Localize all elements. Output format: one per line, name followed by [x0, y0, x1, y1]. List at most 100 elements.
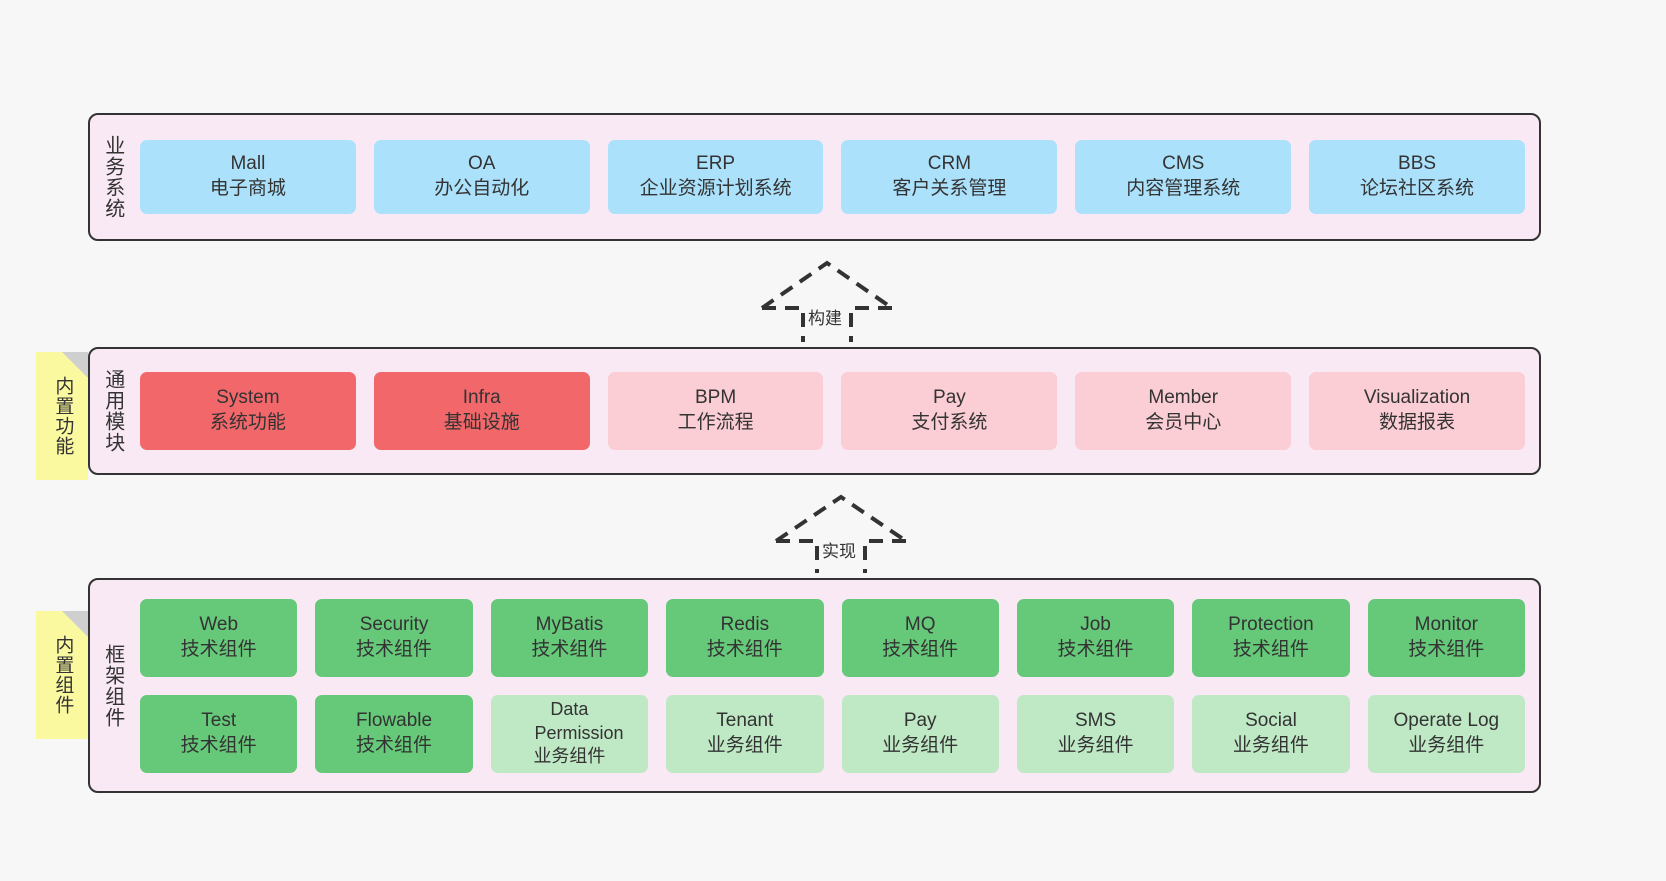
node-system[interactable]: System 系统功能	[140, 372, 356, 450]
node-security[interactable]: Security 技术组件	[315, 598, 473, 677]
node-sms[interactable]: SMS 业务组件	[1016, 694, 1175, 773]
node-name: Data Permission	[534, 699, 624, 743]
node-subtitle: 办公自动化	[434, 178, 530, 199]
arrow-head-open-triangle	[774, 494, 908, 543]
node-name: Security	[359, 613, 429, 635]
node-row: Web 技术组件 Security 技术组件 MyBatis 技术组件 Redi…	[140, 598, 1525, 677]
node-tenant[interactable]: Tenant 业务组件	[666, 694, 824, 773]
node-name: BBS	[1398, 153, 1437, 175]
node-crm[interactable]: CRM 客户关系管理	[841, 140, 1058, 214]
node-name: Mall	[230, 153, 266, 175]
node-mybatis[interactable]: MyBatis 技术组件	[490, 598, 649, 677]
node-subtitle: 业务组件	[1408, 734, 1485, 756]
sticky-fold-icon	[62, 611, 88, 637]
node-subtitle: 电子商城	[209, 178, 286, 199]
sticky-note-builtin-function: 内置功能	[36, 352, 88, 480]
node-name: MQ	[904, 613, 936, 635]
node-subtitle: 业务组件	[1232, 734, 1309, 756]
node-subtitle: 技术组件	[1408, 638, 1485, 660]
node-subtitle: 业务组件	[882, 734, 959, 756]
arrow-build-label: 构建	[808, 309, 842, 328]
node-test[interactable]: Test 技术组件	[140, 694, 298, 773]
node-subtitle: 技术组件	[180, 638, 257, 660]
node-subtitle: 基础设施	[443, 412, 520, 433]
node-bpm[interactable]: BPM 工作流程	[607, 372, 824, 450]
node-name: SMS	[1074, 709, 1117, 731]
node-flowable[interactable]: Flowable 技术组件	[315, 694, 473, 773]
node-name: Test	[201, 709, 237, 731]
node-name: Tenant	[716, 709, 774, 731]
sticky-note-builtin-component: 内置组件	[36, 611, 88, 739]
node-name: OA	[468, 153, 496, 175]
node-subtitle: 会员中心	[1145, 412, 1222, 433]
node-name: Pay	[903, 709, 937, 731]
node-subtitle: 技术组件	[356, 734, 433, 756]
sticky-fold-icon	[62, 352, 88, 378]
node-operate-log[interactable]: Operate Log 业务组件	[1367, 694, 1525, 773]
node-name: Web	[199, 613, 239, 635]
arrow-head-open-triangle	[760, 260, 894, 310]
layer-body-framework-component: Web 技术组件 Security 技术组件 MyBatis 技术组件 Redi…	[134, 580, 1539, 791]
arrow-shaft-left	[776, 539, 819, 573]
node-social[interactable]: Social 业务组件	[1192, 694, 1350, 773]
node-name: Protection	[1228, 613, 1314, 635]
node-erp[interactable]: ERP 企业资源计划系统	[607, 140, 824, 214]
layer-framework-component: 框架组件 Web 技术组件 Security 技术组件 MyBatis 技术组件…	[88, 578, 1541, 793]
node-subtitle: 业务组件	[1057, 734, 1134, 756]
node-redis[interactable]: Redis 技术组件	[666, 598, 824, 677]
arrow-shaft-right	[849, 306, 892, 342]
node-name: BPM	[694, 387, 737, 409]
arrow-implement-label: 实现	[822, 542, 856, 561]
sticky-note-label: 内置功能	[52, 376, 74, 456]
layer-business-system: 业务系统 Mall 电子商城 OA 办公自动化 ERP 企业资源计划系统 CRM…	[88, 113, 1541, 241]
node-member[interactable]: Member 会员中心	[1075, 372, 1292, 450]
node-subtitle: 技术组件	[180, 734, 257, 756]
node-cms[interactable]: CMS 内容管理系统	[1075, 140, 1292, 214]
node-pay-module[interactable]: Pay 支付系统	[841, 372, 1058, 450]
arrow-shaft-left	[762, 306, 805, 342]
node-subtitle: 系统功能	[209, 412, 286, 433]
node-monitor[interactable]: Monitor 技术组件	[1367, 598, 1525, 677]
node-mq[interactable]: MQ 技术组件	[841, 598, 999, 677]
node-name: CMS	[1162, 153, 1205, 175]
node-subtitle: 技术组件	[1057, 638, 1134, 660]
node-protection[interactable]: Protection 技术组件	[1192, 598, 1350, 677]
node-name: Job	[1080, 613, 1111, 635]
layer-body-common-module: System 系统功能 Infra 基础设施 BPM 工作流程 Pay 支付系统…	[134, 349, 1539, 473]
node-data-permission[interactable]: Data Permission 业务组件	[490, 694, 649, 773]
node-row: System 系统功能 Infra 基础设施 BPM 工作流程 Pay 支付系统…	[140, 372, 1525, 450]
node-visualization[interactable]: Visualization 数据报表	[1309, 372, 1525, 450]
node-name: Monitor	[1414, 613, 1478, 635]
node-subtitle: 技术组件	[1232, 638, 1309, 660]
node-name: Operate Log	[1393, 709, 1500, 731]
node-subtitle: 企业资源计划系统	[639, 178, 792, 199]
node-name: CRM	[927, 153, 972, 175]
node-job[interactable]: Job 技术组件	[1016, 598, 1175, 677]
arrow-shaft-right	[863, 539, 906, 573]
node-subtitle: 工作流程	[677, 412, 754, 433]
node-infra[interactable]: Infra 基础设施	[373, 372, 590, 450]
layer-body-business-system: Mall 电子商城 OA 办公自动化 ERP 企业资源计划系统 CRM 客户关系…	[134, 115, 1539, 239]
node-name: Social	[1245, 709, 1297, 731]
node-row: Mall 电子商城 OA 办公自动化 ERP 企业资源计划系统 CRM 客户关系…	[140, 140, 1525, 214]
node-subtitle: 技术组件	[356, 638, 433, 660]
node-pay-component[interactable]: Pay 业务组件	[841, 694, 999, 773]
arrow-build: 构建	[758, 258, 898, 342]
layer-title-common-module: 通用模块	[101, 369, 124, 453]
layer-common-module: 通用模块 System 系统功能 Infra 基础设施 BPM 工作流程 Pay…	[88, 347, 1541, 475]
node-bbs[interactable]: BBS 论坛社区系统	[1309, 140, 1525, 214]
node-name: Pay	[933, 387, 966, 409]
node-name: Member	[1148, 387, 1219, 409]
node-subtitle: 论坛社区系统	[1360, 178, 1475, 199]
node-name: System	[216, 387, 280, 409]
node-subtitle: 业务组件	[706, 734, 783, 756]
node-web[interactable]: Web 技术组件	[140, 598, 298, 677]
layer-title-framework-component: 框架组件	[101, 643, 124, 728]
node-oa[interactable]: OA 办公自动化	[373, 140, 590, 214]
node-subtitle: 内容管理系统	[1126, 178, 1241, 199]
node-mall[interactable]: Mall 电子商城	[140, 140, 356, 214]
node-name: MyBatis	[535, 613, 604, 635]
node-row: Test 技术组件 Flowable 技术组件 Data Permission …	[140, 694, 1525, 773]
node-subtitle: 技术组件	[531, 638, 608, 660]
